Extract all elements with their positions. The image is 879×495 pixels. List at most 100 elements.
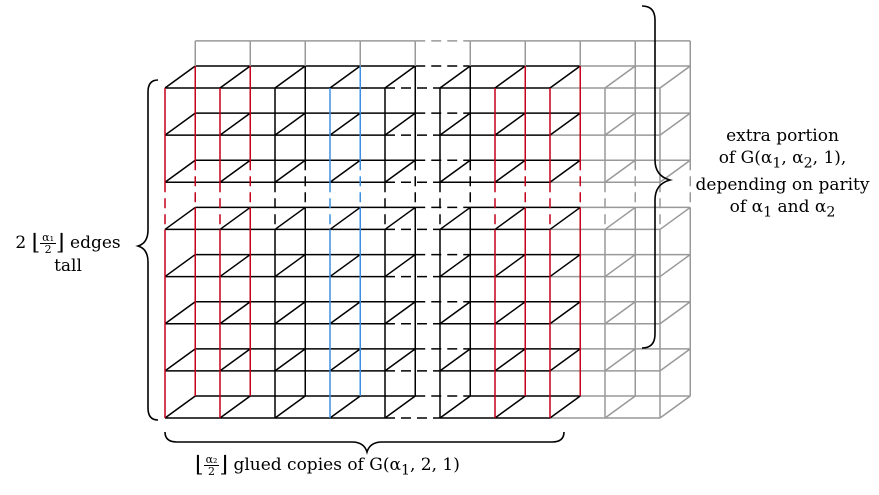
- depth-edge: [659, 159, 691, 183]
- right-brace: [641, 5, 674, 349]
- depth-edge: [164, 301, 196, 325]
- depth-edge: [219, 301, 251, 325]
- depth-edge: [549, 112, 581, 136]
- depth-edge: [659, 348, 691, 372]
- depth-edge: [604, 112, 636, 136]
- depth-edge: [274, 253, 306, 278]
- height-label-line2: tall: [54, 256, 82, 276]
- depth-edge: [494, 206, 526, 231]
- depth-edge: [329, 112, 361, 136]
- depth-edge: [439, 65, 471, 89]
- depth-edge: [604, 159, 636, 183]
- depth-edge: [219, 159, 251, 183]
- extra-portion-line1: extra portion: [726, 126, 839, 146]
- depth-edge: [549, 395, 581, 419]
- depth-edge: [439, 395, 471, 419]
- depth-edge: [384, 253, 416, 278]
- depth-edge: [384, 395, 416, 419]
- depth-edge: [164, 395, 196, 419]
- bottom-brace: [164, 431, 565, 455]
- depth-edge: [494, 65, 526, 89]
- floor-open: ⌊: [31, 230, 41, 256]
- depth-edge: [604, 65, 636, 89]
- depth-edge: [439, 301, 471, 325]
- depth-edge: [494, 395, 526, 419]
- depth-edge: [549, 348, 581, 372]
- left-brace: [135, 79, 159, 421]
- floor-open: ⌊: [195, 452, 204, 478]
- depth-edge: [659, 206, 691, 231]
- depth-edge: [384, 159, 416, 183]
- depth-edge: [549, 253, 581, 278]
- depth-edge: [164, 65, 196, 89]
- depth-edge: [604, 206, 636, 231]
- depth-edge: [219, 112, 251, 136]
- depth-edge: [219, 65, 251, 89]
- depth-edge: [329, 253, 361, 278]
- extra-portion-line4: of α1 and α2: [729, 197, 836, 221]
- depth-edge: [384, 348, 416, 372]
- depth-edge: [439, 112, 471, 136]
- depth-edge: [659, 112, 691, 136]
- depth-edge: [329, 206, 361, 231]
- depth-edge: [274, 65, 306, 89]
- depth-edge: [164, 159, 196, 183]
- floor-close: ⌋: [219, 452, 229, 478]
- depth-edge: [164, 348, 196, 372]
- depth-edge: [604, 348, 636, 372]
- depth-edge: [329, 395, 361, 419]
- depth-edge: [164, 206, 196, 231]
- depth-edge: [384, 206, 416, 231]
- depth-edge: [659, 253, 691, 278]
- depth-edge: [274, 348, 306, 372]
- depth-edge: [219, 348, 251, 372]
- depth-edge: [329, 348, 361, 372]
- depth-edge: [659, 301, 691, 325]
- depth-edge: [494, 253, 526, 278]
- extra-portion-line3: depending on parity: [695, 175, 870, 196]
- extra-portion-line2: of G(α1, α2, 1),: [718, 148, 847, 172]
- depth-edge: [274, 112, 306, 136]
- depth-edge: [164, 253, 196, 278]
- depth-edge: [494, 159, 526, 183]
- depth-edge: [219, 206, 251, 231]
- depth-edge: [604, 395, 636, 419]
- depth-edge: [329, 65, 361, 89]
- depth-edge: [219, 395, 251, 419]
- depth-edge: [274, 206, 306, 231]
- depth-edge: [384, 301, 416, 325]
- depth-edge: [439, 206, 471, 231]
- depth-edge: [384, 112, 416, 136]
- depth-edge: [329, 301, 361, 325]
- depth-edge: [549, 65, 581, 89]
- depth-edge: [329, 159, 361, 183]
- depth-edge: [604, 301, 636, 325]
- depth-edge: [219, 253, 251, 278]
- depth-edge: [274, 301, 306, 325]
- depth-edge: [384, 65, 416, 89]
- depth-edge: [659, 65, 691, 89]
- depth-edge: [164, 112, 196, 136]
- lattice-edges: [164, 40, 691, 419]
- depth-edge: [549, 206, 581, 231]
- depth-edge: [549, 159, 581, 183]
- depth-edge: [494, 112, 526, 136]
- depth-edge: [604, 253, 636, 278]
- depth-edge: [439, 253, 471, 278]
- depth-edge: [274, 395, 306, 419]
- braces: [135, 5, 674, 455]
- depth-edge: [494, 301, 526, 325]
- floor-close: ⌋: [56, 230, 65, 256]
- depth-edge: [274, 159, 306, 183]
- depth-edge: [659, 395, 691, 419]
- depth-edge: [494, 348, 526, 372]
- depth-edge: [439, 159, 471, 183]
- depth-edge: [549, 301, 581, 325]
- extra-portion-label: extra portion of G(α1, α2, 1), depending…: [690, 125, 875, 224]
